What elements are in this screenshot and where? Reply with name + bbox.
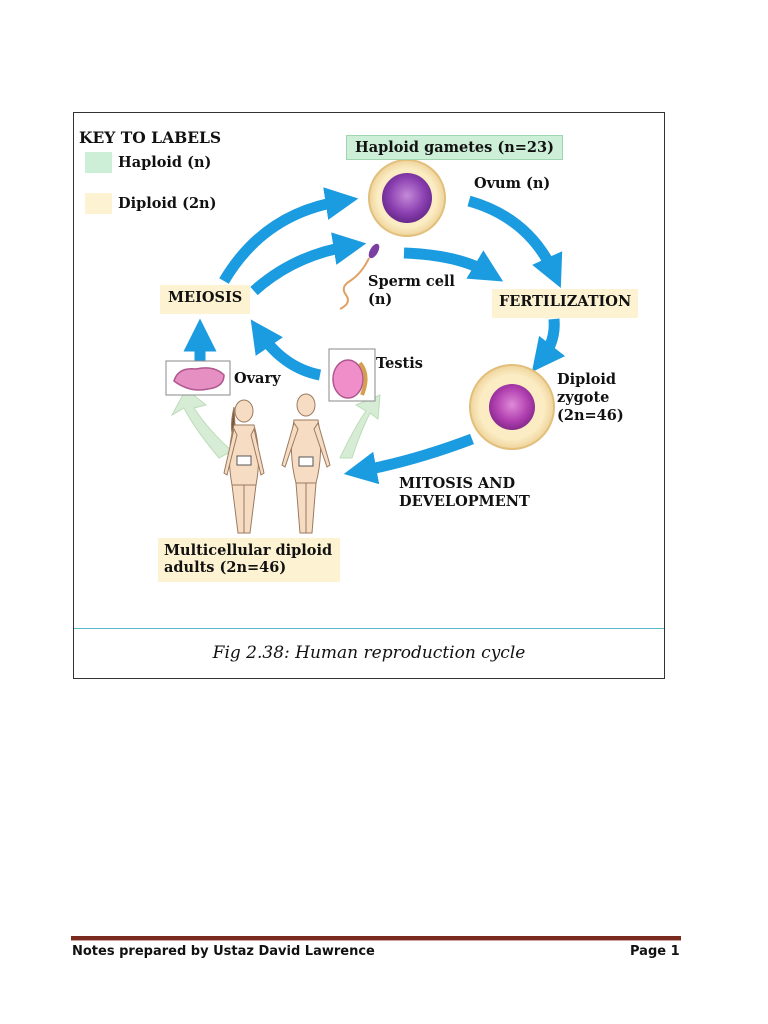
arrow-fertilization-to-zygote (531, 318, 566, 373)
ovum-cell (368, 159, 446, 237)
ovary-image (165, 360, 231, 396)
mitosis-label-line1: MITOSIS AND (399, 475, 516, 492)
female-adult-figure (223, 399, 265, 534)
sperm-label-line2: (n) (368, 291, 393, 308)
arrow-testis-to-meiosis (250, 319, 322, 381)
testis-image (328, 348, 376, 402)
footer-author: Notes prepared by Ustaz David Lawrence (72, 944, 375, 959)
arrow-ovum-to-fertilization (467, 195, 563, 289)
mitosis-label-line2: DEVELOPMENT (399, 493, 530, 510)
adults-label-line1: Multicellular diploid (164, 542, 333, 559)
zygote-label-line2: zygote (557, 389, 610, 406)
figure-caption: Fig 2.38: Human reproduction cycle (212, 643, 526, 663)
ovum-label: Ovum (n) (474, 175, 551, 192)
faded-arrow-right (339, 394, 381, 459)
footer-page-number: Page 1 (630, 944, 680, 959)
haploid-swatch (85, 152, 112, 173)
reproduction-cycle-diagram (165, 159, 566, 534)
arrow-sperm-to-fertilization (403, 247, 504, 282)
meiosis-label: MEIOSIS (160, 285, 251, 314)
arrow-zygote-to-adults (343, 433, 474, 485)
testis-label: Testis (376, 355, 423, 372)
ovary-label: Ovary (234, 370, 281, 387)
sperm-cell (339, 243, 380, 310)
haploid-gametes-label: Haploid gametes (n=23) (346, 135, 563, 160)
male-adult-figure (281, 393, 331, 534)
arrow-meiosis-to-ovum (219, 187, 359, 284)
diploid-swatch (85, 193, 112, 214)
arrow-meiosis-to-sperm (250, 232, 367, 296)
adults-label: Multicellular diploid adults (2n=46) (158, 538, 341, 582)
footer-rule (71, 936, 681, 941)
key-title: KEY TO LABELS (79, 128, 222, 147)
faded-arrow-left (170, 388, 233, 459)
sperm-label-line1: Sperm cell (368, 273, 455, 290)
caption-divider (74, 628, 664, 629)
key-haploid-label: Haploid (n) (118, 154, 212, 171)
zygote-cell (469, 364, 555, 450)
zygote-label-line1: Diploid (557, 371, 617, 388)
figure-frame: KEY TO LABELS Haploid (n) Diploid (2n) H… (73, 112, 665, 679)
fertilization-label: FERTILIZATION (492, 289, 639, 318)
key-diploid-label: Diploid (2n) (118, 195, 217, 212)
zygote-label-line3: (2n=46) (557, 407, 624, 424)
adults-label-line2: adults (2n=46) (164, 559, 287, 576)
